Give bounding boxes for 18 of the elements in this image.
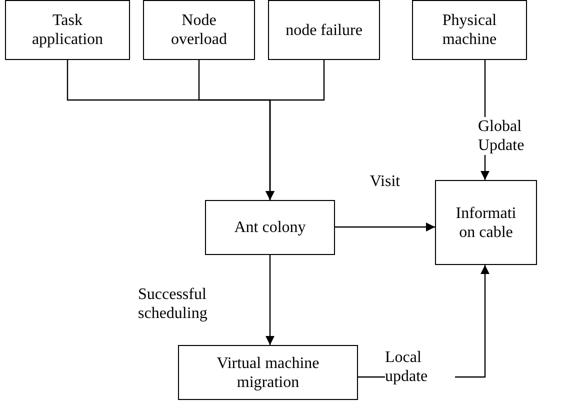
- box-label: Task application: [30, 11, 104, 49]
- process-box: [5, 0, 130, 60]
- edge-label: Local update: [385, 348, 455, 386]
- arrow: [266, 255, 274, 345]
- box-label: Ant colony: [233, 218, 307, 237]
- process-box: [435, 180, 537, 265]
- process-box: [412, 0, 527, 60]
- box-label: Informati on cable: [454, 204, 518, 242]
- arrow: [335, 222, 435, 232]
- arrow: [266, 60, 325, 200]
- process-box: [205, 200, 335, 255]
- process-box: [143, 0, 255, 60]
- process-box: [268, 0, 380, 60]
- box-label: node failure: [284, 20, 364, 40]
- box-label: Physical machine: [441, 11, 498, 49]
- box-label: Virtual machine migration: [216, 354, 320, 392]
- box-label: Node overload: [170, 11, 228, 49]
- process-box: [178, 345, 358, 400]
